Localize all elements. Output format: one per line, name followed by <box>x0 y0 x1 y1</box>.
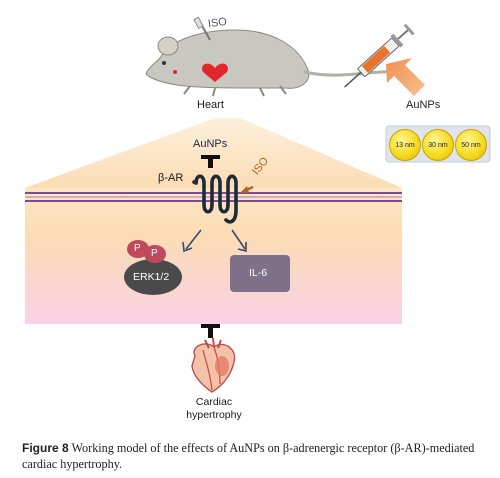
figure-caption: Figure 8 Working model of the effects of… <box>22 441 492 472</box>
size-13nm-particle: 13 nm <box>389 129 421 161</box>
erk-label: ERK1/2 <box>133 271 170 283</box>
hypertrophy-inhibit-symbol <box>201 324 220 338</box>
size-50nm-particle: 50 nm <box>455 129 487 161</box>
erk-node <box>124 259 182 295</box>
heart-icon <box>202 63 228 82</box>
heart-label: Heart <box>197 99 224 111</box>
aunps-injection-arrow <box>386 58 425 96</box>
beta-ar-label: β-AR <box>158 172 184 184</box>
figure-label: Figure 8 <box>22 441 69 455</box>
aunps-syringe-icon <box>344 23 415 88</box>
phospho-circle-1 <box>127 240 149 258</box>
size-13nm-label: 13 nm <box>395 141 415 149</box>
size-50nm-label: 50 nm <box>461 141 481 149</box>
size-30nm-label: 30 nm <box>428 141 448 149</box>
iso-syringe-icon <box>193 16 211 41</box>
il6-node <box>230 255 290 292</box>
size-30nm-particle: 30 nm <box>422 129 454 161</box>
phospho-label-1: P <box>134 243 141 254</box>
cell-body <box>25 188 402 324</box>
il6-label: IL-6 <box>249 267 268 279</box>
phospho-circle-2 <box>144 245 166 263</box>
aunps-inhibit-symbol <box>201 155 220 168</box>
arrow-to-il6 <box>231 229 247 253</box>
phospho-label-2: P <box>151 248 158 259</box>
outcome-label-line2: hypertrophy <box>186 409 242 421</box>
aunps-side-label: AuNPs <box>406 99 441 111</box>
mouse-illustration <box>145 29 397 97</box>
iso-arrow <box>240 185 254 193</box>
aunps-center-label: AuNPs <box>193 138 228 150</box>
outcome-label-line1: Cardiac <box>195 396 233 408</box>
beta-ar-receptor-icon <box>194 174 238 224</box>
arrow-to-erk <box>182 229 202 253</box>
cardiac-heart-icon <box>191 337 236 393</box>
zoom-cone <box>25 118 402 188</box>
caption-text: Working model of the effects of AuNPs on… <box>22 441 475 471</box>
diagram-canvas <box>25 16 491 393</box>
diagram: ISO Heart AuNPs 13 nm 30 nm 50 nm AuNPs … <box>25 16 491 421</box>
